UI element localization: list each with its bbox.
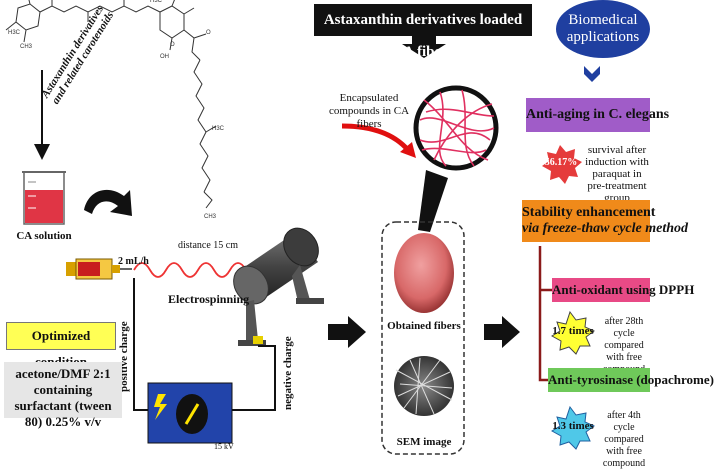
stability-line2: via freeze-thaw cycle method [522, 221, 689, 236]
antityrosinase-description: after 4th cycle compared with free compo… [602, 410, 646, 469]
svg-text:CH3: CH3 [204, 214, 217, 220]
circuit-wires [133, 278, 276, 411]
svg-text:H3C: H3C [8, 30, 21, 36]
svg-text:O: O [206, 30, 211, 36]
ca-solution-label: CA solution [16, 230, 72, 242]
negative-charge-label: negative charge [282, 336, 294, 410]
drum-collector-icon [233, 227, 324, 346]
anti-aging-description: survival after induction with paraquat i… [585, 144, 649, 204]
beaker-icon [22, 171, 66, 225]
anti-aging-box: Anti-aging in C. elegans [526, 98, 669, 132]
antioxidant-value: 1.7 times [552, 325, 594, 337]
antityrosinase-value: 1.3 times [552, 420, 594, 432]
molecule-structure [5, 0, 217, 209]
svg-text:OH: OH [160, 54, 169, 60]
antioxidant-box: Anti-oxidant using DPPH [552, 278, 694, 302]
antioxidant-description: after 28th cycle compared with free comp… [603, 316, 645, 375]
arrow-to-fibers [328, 316, 366, 348]
header-title: Astaxanthin derivatives loaded CA fibers [314, 4, 532, 60]
biomedical-applications-label: Biomedical applications [556, 0, 650, 58]
svg-text:CH3: CH3 [20, 44, 33, 50]
molecule-atom-labels: H3C CH3 OH H3C O O H3C CH3 [8, 0, 225, 220]
sem-image [394, 356, 454, 416]
application-connectors [538, 246, 552, 382]
power-supply-icon [147, 382, 233, 444]
svg-text:H3C: H3C [150, 0, 163, 4]
sem-image-label: SEM image [396, 436, 452, 448]
chevron-down-icon [584, 66, 600, 82]
arrow-down-header [402, 36, 446, 58]
encapsulated-label: Encapsulated compounds in CA fibers [328, 92, 410, 130]
svg-text:O: O [170, 42, 175, 48]
red-arrow-icon [341, 123, 410, 152]
diagram-canvas: H3C CH3 OH H3C O O H3C CH3 [4, 0, 714, 469]
magnifier-icon [413, 85, 499, 232]
condition-text-box: acetone/DMF 2:1 containing surfactant (t… [4, 362, 122, 429]
curved-arrow-icon [84, 189, 132, 216]
anti-aging-percent: 56.17% [544, 157, 578, 168]
diagram-graphics: H3C CH3 OH H3C O O H3C CH3 [5, 0, 600, 455]
stability-line1: Stability enhancement [522, 205, 656, 220]
optimized-condition-badge: Optimized condition [6, 322, 116, 369]
fiber-photo [394, 233, 454, 313]
syringe-icon [66, 258, 132, 280]
antityrosinase-box: Anti-tyrosinase (dopachrome) [548, 368, 714, 392]
svg-text:H3C: H3C [212, 126, 225, 132]
distance-label: distance 15 cm [178, 240, 238, 251]
stability-box: Stability enhancement via freeze-thaw cy… [522, 200, 689, 242]
burst-antityrosinase [551, 405, 595, 450]
flow-rate-label: 2 mL/h [118, 256, 149, 267]
burst-antioxidant [551, 310, 595, 355]
fibers-panel [381, 221, 465, 455]
voltage-label: 15 kV [214, 442, 234, 451]
electrospinning-label: Electrospinning [168, 292, 250, 306]
burst-aging [542, 145, 582, 184]
arrow-to-applications [484, 316, 520, 348]
obtained-fibers-label: Obtained fibers [387, 320, 461, 332]
